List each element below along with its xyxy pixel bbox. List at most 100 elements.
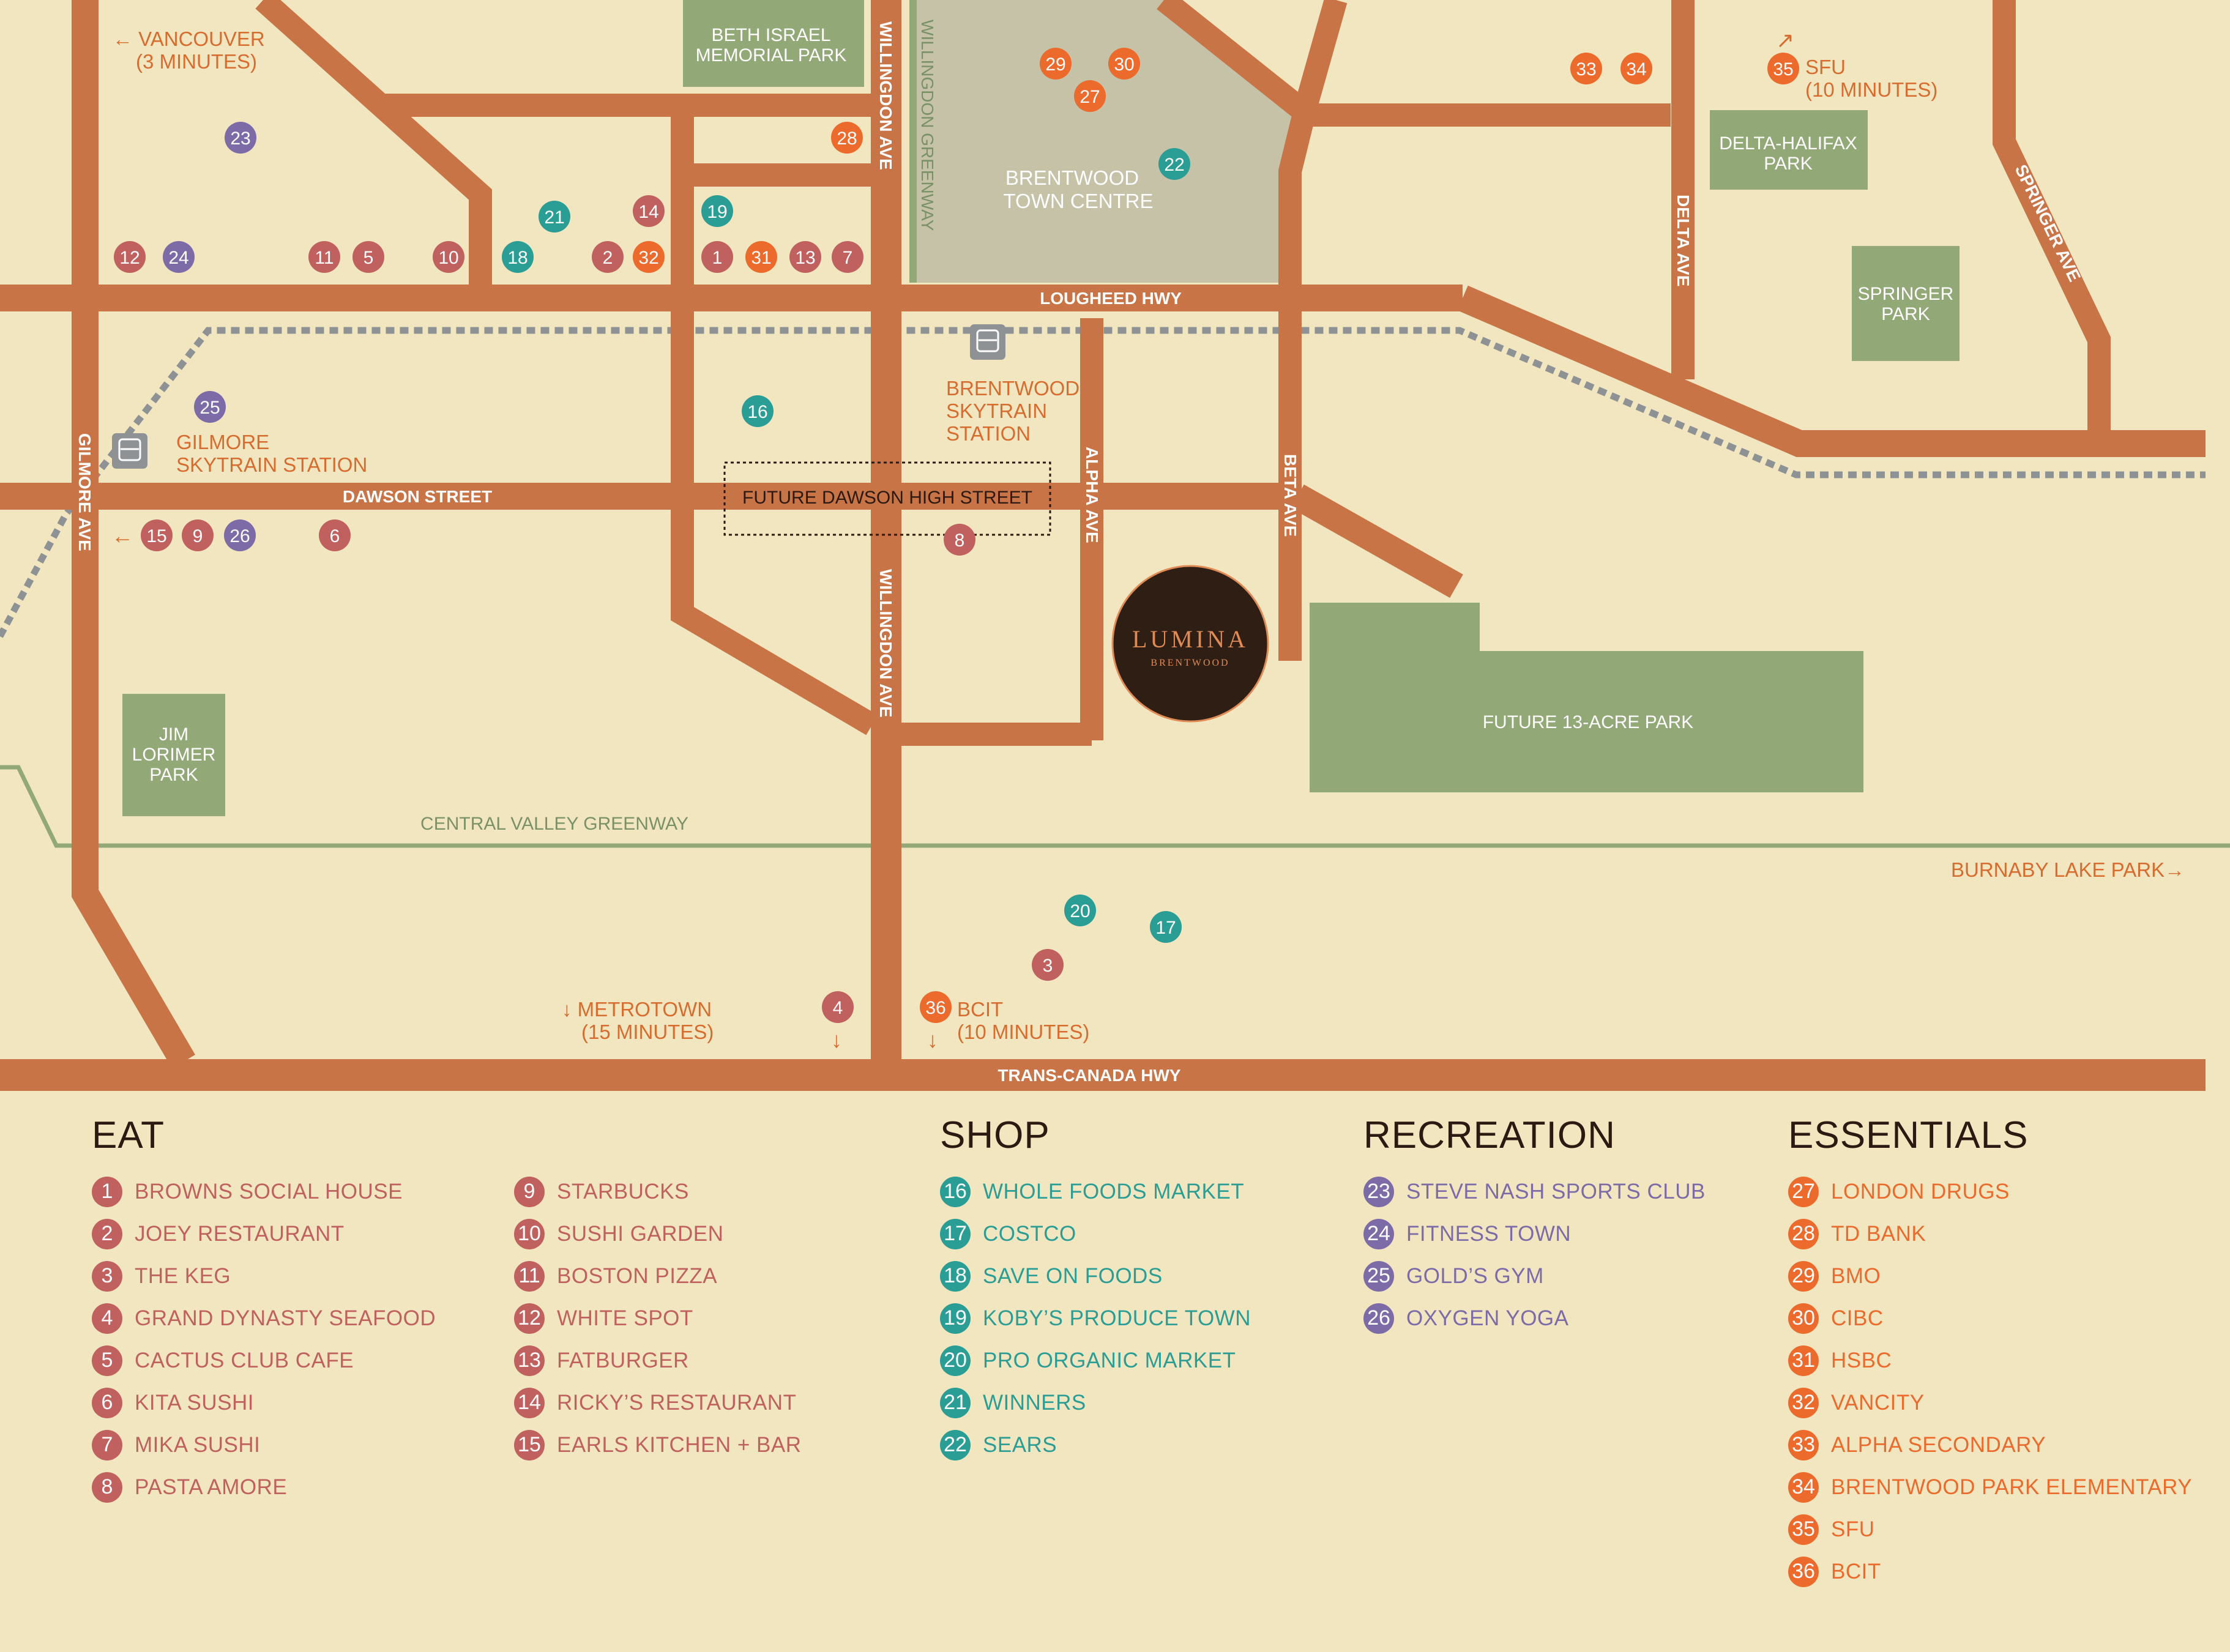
map-marker-dot <box>224 519 256 551</box>
legend-item-label: LONDON DRUGS <box>1831 1179 2010 1204</box>
future-dawson-high-street-label: FUTURE DAWSON HIGH STREET <box>742 488 1032 508</box>
map-marker-1: 1 <box>701 241 733 273</box>
map-marker-dot <box>182 519 214 551</box>
map-marker-dot <box>1074 80 1106 112</box>
map-marker-29: 29 <box>1040 48 1072 80</box>
legend-item-label: FITNESS TOWN <box>1406 1221 1572 1246</box>
map-marker-number: 16 <box>747 402 767 422</box>
legend-recreation-heading: RECREATION <box>1363 1114 1616 1156</box>
skytrain-track <box>0 327 2206 638</box>
jim-lorimer-label-2: LORIMER <box>132 745 216 765</box>
willingdon-greenway-label: WILLINGDON GREENWAY <box>918 20 937 231</box>
legend-number-badge: 13 <box>514 1345 545 1376</box>
map-marker-number: 27 <box>1080 87 1100 107</box>
northwest-diagonal-road <box>255 0 492 285</box>
brentwood-town-centre-label-2: TOWN CENTRE <box>1003 190 1153 212</box>
legend-number-badge: 20 <box>940 1345 971 1376</box>
map-marker-dot <box>539 201 570 233</box>
legend-item-label: GOLD’S GYM <box>1406 1263 1544 1288</box>
road-network <box>0 0 2206 1091</box>
legend-number-badge: 1 <box>92 1176 122 1207</box>
map-marker-23: 23 <box>225 122 256 154</box>
brentwood-station-label-1: BRENTWOOD <box>946 377 1080 400</box>
map-marker-dot <box>633 195 665 227</box>
map-marker-dot <box>1620 53 1652 84</box>
legend-number-badge: 29 <box>1788 1260 1819 1292</box>
map-marker-number: 18 <box>507 248 528 268</box>
arrow-down-36-icon: ↓ <box>927 1027 938 1052</box>
map-marker-number: 5 <box>364 248 374 268</box>
lumina-brentwood-logo: LUMINA BRENTWOOD <box>1111 565 1269 723</box>
legend-item-label: KITA SUSHI <box>135 1390 254 1415</box>
future-dawson-high-street-box <box>723 461 1051 536</box>
map-marker-30: 30 <box>1108 48 1140 80</box>
legend-number-badge: 21 <box>940 1387 971 1418</box>
brentwood-station-icon <box>970 324 1005 360</box>
legend-number-badge: 28 <box>1788 1218 1819 1249</box>
map-marker-13: 13 <box>789 241 821 273</box>
map-marker-dot <box>319 519 351 551</box>
brentwood-station-icon-train <box>976 329 999 352</box>
arrow-down-4-icon: ↓ <box>831 1027 842 1052</box>
legend-item-label: HSBC <box>1831 1348 1892 1372</box>
map-marker-number: 4 <box>833 998 843 1018</box>
map-marker-dot <box>701 195 733 227</box>
map-marker-number: 2 <box>603 248 613 268</box>
dawson-east-road <box>1291 484 1463 598</box>
legend-item-label: JOEY RESTAURANT <box>135 1221 345 1246</box>
legend-item-label: ALPHA SECONDARY <box>1831 1432 2046 1457</box>
map-marker-dot <box>1150 911 1182 943</box>
map-marker-number: 12 <box>119 248 140 268</box>
map-marker-18: 18 <box>502 241 534 273</box>
legend-number-badge: 34 <box>1788 1472 1819 1503</box>
beta-ave-label: BETA AVE <box>1281 454 1300 537</box>
trans-canada-hwy-label: TRANS-CANADA HWY <box>998 1066 1180 1085</box>
legend-essentials-heading: ESSENTIALS <box>1788 1114 2029 1156</box>
central-valley-greenway-label: CENTRAL VALLEY GREENWAY <box>420 814 688 834</box>
legend-number-badge: 15 <box>514 1429 545 1460</box>
map-marker-dot <box>832 241 863 273</box>
map-marker-19: 19 <box>701 195 733 227</box>
map-marker-9: 9 <box>182 519 214 551</box>
legend-number-badge: 9 <box>514 1176 545 1207</box>
beth-israel-park-area <box>683 0 864 87</box>
map-marker-number: 10 <box>438 248 458 268</box>
dawson-street-label: DAWSON STREET <box>343 487 492 506</box>
map-marker-number: 15 <box>146 526 166 546</box>
central-valley-greenway-path <box>0 765 2230 848</box>
brentwood-town-centre-area <box>911 0 1313 283</box>
map-marker-34: 34 <box>1620 53 1652 84</box>
bcit-direction-label-2: (10 MINUTES) <box>957 1021 1089 1043</box>
legend-number-badge: 27 <box>1788 1176 1819 1207</box>
map-marker-number: 35 <box>1773 59 1793 80</box>
map-marker-27: 27 <box>1074 80 1106 112</box>
gilmore-ave-road <box>72 0 195 1069</box>
metrotown-direction-label-1: ↓ METROTOWN <box>562 998 712 1021</box>
legend-number-badge: 10 <box>514 1218 545 1249</box>
arrow-northeast-35-icon: ↗ <box>1776 28 1794 53</box>
map-marker-number: 30 <box>1114 54 1134 75</box>
map-marker-number: 21 <box>544 207 564 228</box>
map-marker-number: 7 <box>843 248 853 268</box>
lumina-logo-name: LUMINA <box>1132 625 1248 653</box>
future-park-label: FUTURE 13-ACRE PARK <box>1483 712 1694 732</box>
map-marker-8: 8 <box>944 524 975 556</box>
legend-item-label: RICKY’S RESTAURANT <box>557 1390 797 1415</box>
map-marker-2: 2 <box>592 241 624 273</box>
future-park-area <box>1310 603 1863 792</box>
map-marker-number: 17 <box>1155 918 1176 938</box>
legend-number-badge: 25 <box>1363 1260 1394 1292</box>
